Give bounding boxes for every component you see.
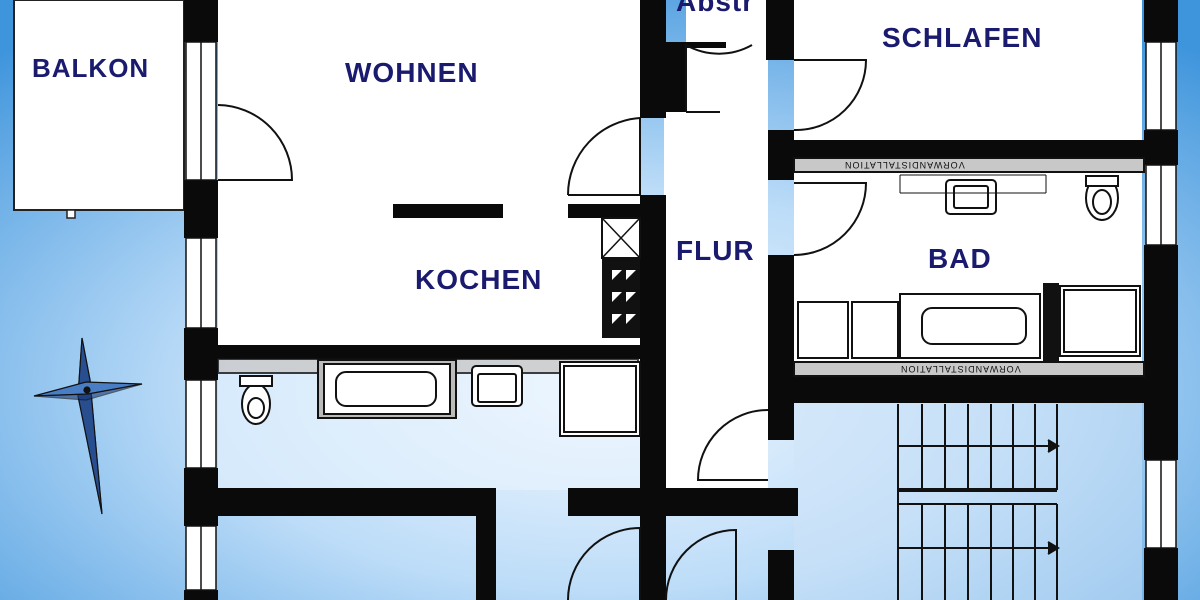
abstr-door bbox=[685, 43, 753, 112]
stove-icon bbox=[601, 217, 641, 338]
lower-right-door bbox=[665, 528, 737, 600]
room-label-schlafen: SCHLAFEN bbox=[882, 22, 1043, 53]
room-label-abstr: Abstr bbox=[676, 0, 755, 17]
flur-floor bbox=[664, 45, 768, 490]
balcony bbox=[13, 0, 185, 219]
staircase-icon bbox=[897, 404, 1060, 600]
room-floors bbox=[218, 0, 1142, 490]
vorwand-top bbox=[793, 157, 1145, 173]
balcony-door bbox=[217, 104, 294, 181]
kitchen-counter-bar bbox=[393, 204, 503, 218]
schlafen-door bbox=[793, 59, 868, 132]
room-label-flur: FLUR bbox=[676, 235, 755, 266]
door-swings bbox=[217, 43, 868, 600]
lower-bath-fixtures bbox=[217, 358, 641, 437]
vorwand-label-top: VORWANDISTALLATION bbox=[844, 160, 965, 170]
abstr-floor bbox=[686, 0, 768, 45]
compass-rose-icon bbox=[33, 337, 143, 515]
vorwand-bottom bbox=[793, 361, 1145, 377]
windows bbox=[185, 41, 1177, 591]
balcony-slab bbox=[13, 0, 185, 211]
entry-door bbox=[696, 409, 769, 481]
room-label-kochen: KOCHEN bbox=[415, 264, 543, 295]
balcony-drain bbox=[66, 209, 76, 219]
wohnen-kochen-floor bbox=[218, 0, 640, 345]
lower-door bbox=[567, 526, 641, 600]
schlafen-floor bbox=[794, 0, 1142, 140]
walls bbox=[184, 0, 1178, 600]
room-label-bad: BAD bbox=[928, 243, 992, 274]
bad-fixtures bbox=[793, 157, 1145, 377]
room-label-balkon: BALKON bbox=[32, 53, 150, 83]
room-label-wohnen: WOHNEN bbox=[345, 57, 479, 88]
bad-door bbox=[793, 182, 868, 256]
vorwand-label-bottom: VORWANDISTALLATION bbox=[900, 364, 1021, 374]
wohnen-door bbox=[566, 116, 641, 196]
